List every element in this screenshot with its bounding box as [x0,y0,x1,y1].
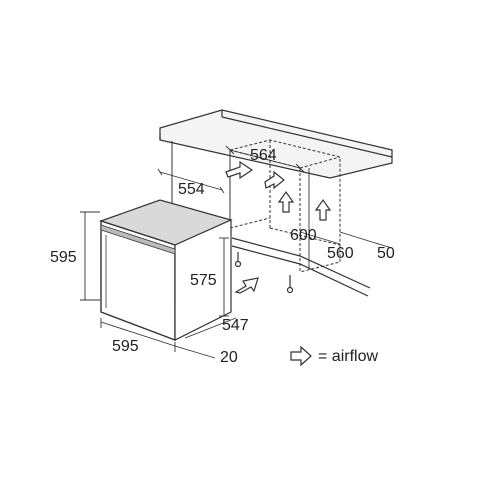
airflow-arrow-top-right [264,170,285,190]
airflow-arrows [225,160,332,294]
dim-label-50: 50 [377,245,395,262]
dim-label-554: 554 [178,181,205,198]
dim-label-560: 560 [327,245,354,262]
dim-label-595-height: 595 [50,249,77,266]
oven-control-strip [100,224,176,255]
airflow-arrow-up-1 [277,190,295,213]
dim-label-575: 575 [190,272,217,289]
legend-label: = airflow [318,348,378,365]
oven [99,199,233,342]
dim-label-547: 547 [222,317,249,334]
dim-label-564: 564 [250,147,277,164]
oven-side [174,219,232,341]
airflow-legend-icon [290,345,312,367]
airflow-arrow-up-2 [314,198,332,221]
airflow-arrow-bottom [234,277,259,294]
dim-label-600: 600 [290,227,317,244]
legend: = airflow [290,345,378,367]
dim-label-20: 20 [220,349,238,366]
dimension-lines [80,145,393,359]
countertop [159,109,393,179]
dim-label-595-width: 595 [112,338,139,355]
airflow-arrow-top-left [225,160,254,180]
plinth [231,237,371,297]
